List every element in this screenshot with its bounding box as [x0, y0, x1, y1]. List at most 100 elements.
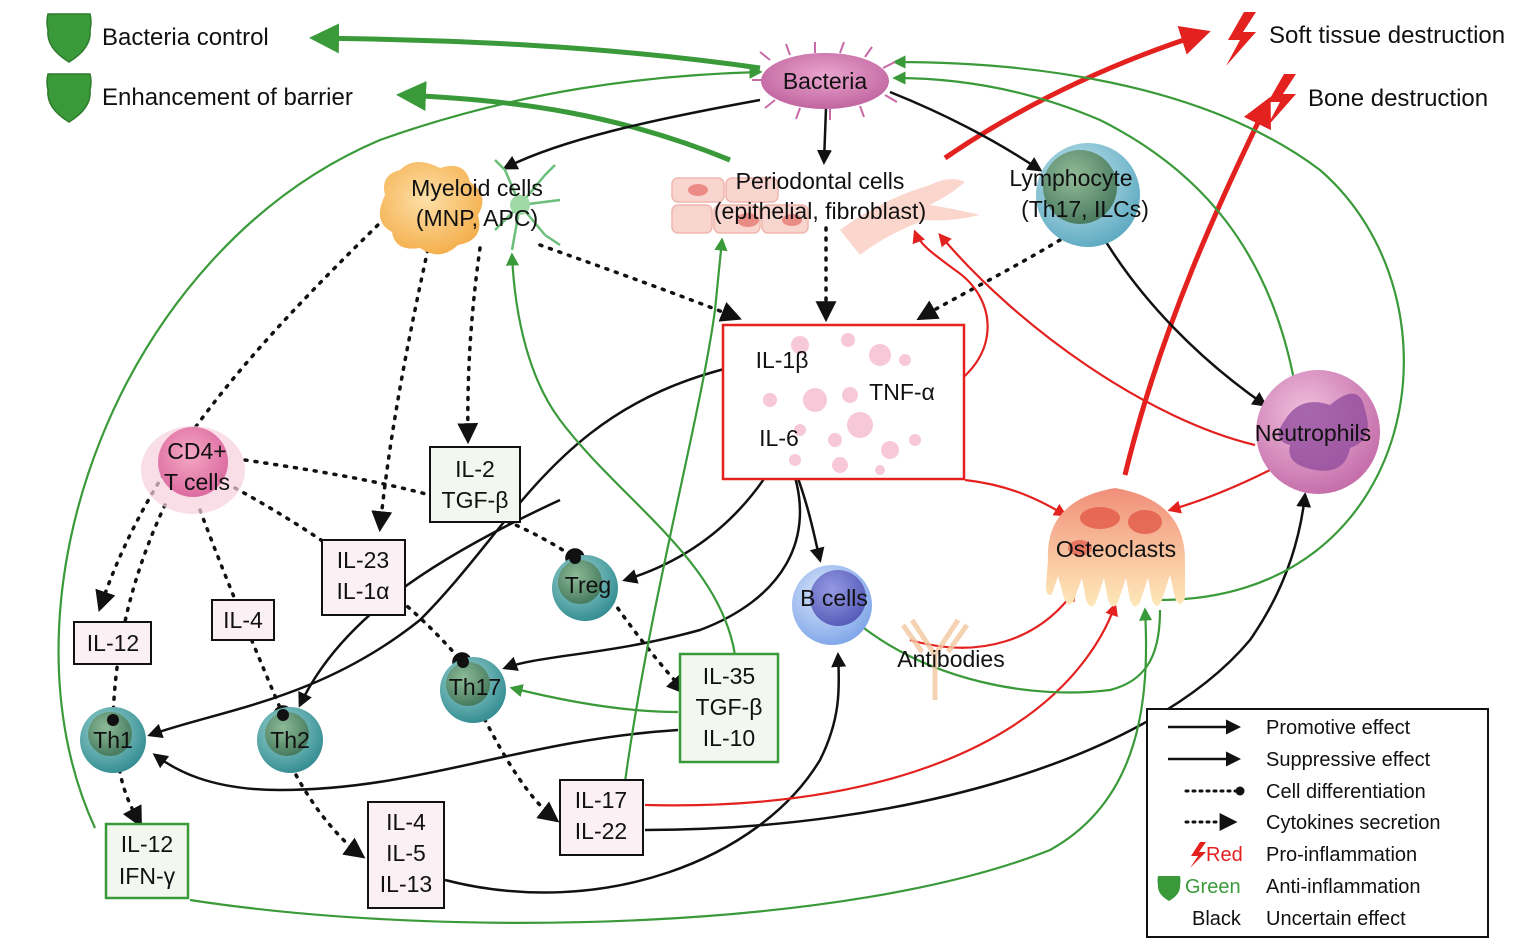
- shield-icon: [46, 73, 92, 123]
- legend-green-label: Anti-inflammation: [1266, 876, 1421, 898]
- lymphocyte-node: Lymphocyte (Th17, ILCs): [1009, 143, 1149, 247]
- il6-to-treg-arrow: [622, 461, 777, 584]
- lightning-icon: [1190, 842, 1206, 868]
- outcome-bacteria-control: Bacteria control: [46, 13, 269, 63]
- shield-icon: [46, 13, 92, 63]
- th1-node: Th1: [80, 707, 146, 773]
- il10-label: IL-10: [703, 725, 755, 751]
- th17-to-il17-dotted: [478, 708, 560, 823]
- osteoclasts-node: Osteoclasts: [1046, 488, 1185, 607]
- lymphocyte-to-neutrophils-arrow: [1098, 231, 1268, 407]
- cd4-label-2: T cells: [164, 469, 230, 495]
- legend-differentiation-label: Cell differentiation: [1266, 781, 1426, 803]
- il13-label: IL-13: [380, 871, 432, 897]
- il17-il22-box: IL-17 IL-22: [559, 779, 644, 856]
- bacteria-to-periodontal-arrow: [816, 107, 832, 165]
- il17-label: IL-17: [575, 787, 627, 813]
- il5-label: IL-5: [386, 840, 426, 866]
- legend-promotive-label: Promotive effect: [1266, 717, 1411, 739]
- antibody-icon: [900, 618, 970, 700]
- cd4-to-th1-differentiation: [103, 503, 167, 730]
- il12-box: IL-12: [73, 621, 152, 665]
- bacteria-label: Bacteria: [783, 68, 868, 94]
- periodontal-label-1: Periodontal cells: [736, 168, 905, 194]
- legend-suppressive-label: Suppressive effect: [1266, 749, 1431, 771]
- soft-tissue-label: Soft tissue destruction: [1269, 22, 1505, 49]
- il2-label: IL-2: [455, 456, 495, 482]
- il6-to-bcells-arrow: [793, 469, 825, 563]
- il4513-to-bcells-arrow: [444, 652, 847, 894]
- epithelial-cells-shape: [671, 177, 809, 234]
- cd4-node: CD4+ T cells: [141, 426, 245, 514]
- lightning-icon: [1266, 74, 1296, 128]
- neutrophil-nucleus: [1278, 393, 1368, 471]
- tgfb2-label: TGF-β: [696, 694, 763, 720]
- th2-node: Th2: [257, 707, 323, 773]
- legend-green-key: Green: [1185, 876, 1241, 898]
- periodontal-to-barrier-arrow: [396, 81, 731, 163]
- osteoclasts-to-bone-arrow: [1122, 96, 1271, 476]
- myeloid-to-il2-dotted: [457, 246, 482, 445]
- il35-tgfb-il10-box: IL-35 TGF-β IL-10: [678, 652, 780, 764]
- osteoclasts-label: Osteoclasts: [1056, 536, 1176, 562]
- myeloid-node: Myeloid cells (MNP, APC): [379, 159, 561, 255]
- il10-to-th1-arrow: [152, 728, 679, 792]
- shield-icon: [1157, 876, 1181, 901]
- th17-label: Th17: [449, 674, 501, 700]
- b-cells-node: B cells: [792, 565, 872, 645]
- legend-black-label: Uncertain effect: [1266, 908, 1406, 930]
- bone-label: Bone destruction: [1308, 85, 1488, 112]
- tgfb-label: TGF-β: [442, 487, 509, 513]
- legend-frame: [1146, 708, 1489, 938]
- neutrophils-label: Neutrophils: [1255, 420, 1371, 446]
- th1-label: Th1: [93, 727, 133, 753]
- il17-to-osteoclasts-red: [644, 602, 1118, 807]
- il17-to-periodontal-green: [623, 237, 728, 783]
- cd4-to-treg-differentiation: [243, 458, 585, 568]
- b-cells-label: B cells: [800, 585, 868, 611]
- bacteria-node: Bacteria: [752, 41, 898, 120]
- myeloid-label-2: (MNP, APC): [416, 205, 538, 231]
- th2-to-il4513-dotted: [294, 773, 366, 859]
- bacteria-to-lymphocyte-arrow: [889, 90, 1043, 172]
- bacteria-control-label: Bacteria control: [102, 24, 269, 51]
- ifng-label: IFN-γ: [119, 863, 176, 889]
- cd4-to-th17-differentiation: [233, 486, 472, 672]
- il12ifn-to-bacteria-green: [57, 65, 763, 829]
- cd4-body: [158, 427, 228, 497]
- bacteria-body: [761, 53, 889, 109]
- bacteria-to-bacteria-control-arrow: [309, 23, 761, 71]
- cd4-label-1: CD4+: [167, 438, 226, 464]
- il12-label: IL-12: [87, 630, 139, 656]
- outcome-barrier: Enhancement of barrier: [46, 73, 353, 123]
- legend-secretion-label: Cytokines secretion: [1266, 812, 1441, 834]
- outcome-bone: Bone destruction: [1266, 74, 1488, 128]
- il1b-to-th1-arrow: [147, 360, 756, 739]
- antibodies-label: Antibodies: [897, 646, 1004, 672]
- legend-black-key: Black: [1192, 908, 1242, 930]
- osteo-loop-to-bacteria-green: [892, 55, 1405, 602]
- periodontal-label-2: (epithelial, fibroblast): [714, 198, 926, 224]
- neutrophils-to-periodontal-red: [938, 232, 1256, 447]
- legend-red-label: Pro-inflammation: [1266, 844, 1417, 866]
- lymphocyte-label-2: (Th17, ILCs): [1021, 196, 1149, 222]
- th1-to-il12ifn-dotted: [116, 758, 142, 828]
- lymphocyte-to-inflammation-dotted: [916, 238, 1062, 321]
- il6-to-th17-arrow: [502, 461, 802, 671]
- barrier-label: Enhancement of barrier: [102, 84, 353, 111]
- treg-label: Treg: [565, 572, 611, 598]
- tnfa-to-periodontal-red: [912, 229, 989, 391]
- myeloid-label-1: Myeloid cells: [411, 175, 543, 201]
- th2-label: Th2: [270, 727, 310, 753]
- il22-label: IL-22: [575, 818, 627, 844]
- legend: Promotive effect Suppressive effect Cell…: [1146, 708, 1489, 938]
- lightning-icon: [1226, 12, 1256, 66]
- neutrophils-node: Neutrophils: [1255, 370, 1380, 494]
- treg-node: Treg: [552, 552, 618, 621]
- inflammation-box: IL-1β TNF-α IL-6: [721, 323, 966, 481]
- myeloid-to-inflammation-dotted: [538, 243, 742, 322]
- tnfa-label: TNF-α: [869, 379, 935, 405]
- bacteria-to-myeloid-arrow: [502, 98, 761, 170]
- lymphocyte-label-1: Lymphocyte: [1009, 165, 1132, 191]
- th17-node: Th17: [440, 656, 506, 723]
